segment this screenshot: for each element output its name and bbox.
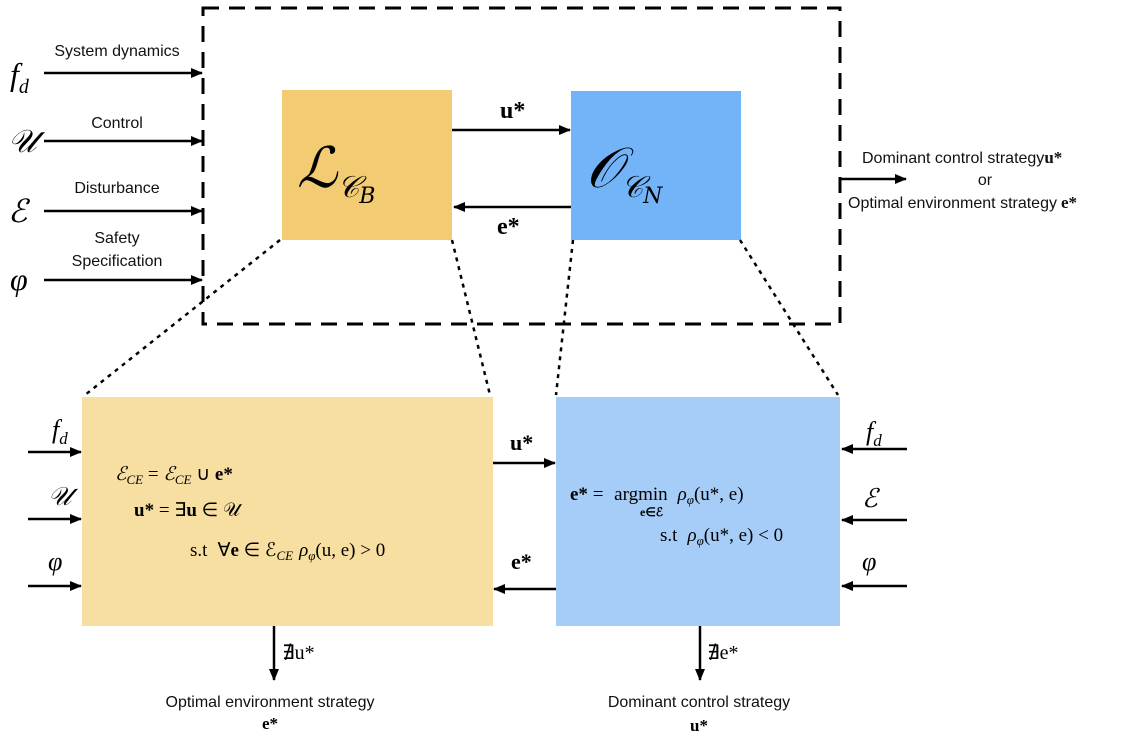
input-disturbance-symbol: ℰ [8,192,31,230]
learner-detail-input-control: 𝒰 [28,482,82,524]
svg-text:φ: φ [48,547,62,576]
oracle-detail-box [556,397,840,626]
svg-text:𝒰: 𝒰 [48,482,79,512]
svg-text:fd: fd [52,415,68,448]
svg-text:ℰ: ℰ [862,484,880,514]
oracle-detail-input-disturbance: ℰ [841,484,907,525]
zoom-line-oracle-left [554,239,575,396]
oracle-detail-input-fd: fd [841,417,907,454]
input-fd-label: System dynamics [54,43,179,60]
learner-detail-input-fd: fd [28,415,82,457]
input-fd: fd System dynamics [10,43,203,98]
input-control-label: Control [91,115,143,132]
zoom-line-learner-left [84,239,281,396]
backward-arrow-label: e* [497,214,520,240]
input-safety-label-2: Specification [72,253,163,270]
learner-detail-output-arrow-label: ∄u* [282,642,315,664]
forward-arrow-label: u* [500,98,525,124]
input-disturbance: ℰ Disturbance [8,180,203,230]
zoom-line-oracle-right [738,239,840,396]
input-safety-symbol: φ [10,261,28,297]
output-or: or [978,172,993,189]
input-disturbance-label: Disturbance [74,180,159,197]
learner-detail-output-label: Optimal environment strategy [166,694,375,711]
zoom-line-learner-right [450,239,492,396]
system-boundary [201,6,842,326]
detail-backward-arrow-label: e* [511,549,532,574]
svg-text:fd: fd [866,417,882,450]
input-safety: φ Safety Specification [10,230,203,297]
input-control: 𝒰 Control [8,115,203,160]
input-fd-symbol: fd [10,56,30,98]
output-line-1: Dominant control strategyu* [862,148,1062,167]
learner-block [282,90,452,240]
learner-eq-2: u* = ∃u ∈ 𝒰 [134,500,243,521]
learner-symbol: ℒ𝒞B [297,136,375,209]
input-safety-label-1: Safety [94,230,139,247]
oracle-detail-output-sym: u* [690,716,708,735]
oracle-detail-output-label: Dominant control strategy [608,694,790,711]
learner-detail-box [82,397,493,626]
learner-detail-input-safety: φ [28,547,82,591]
learner-eq-1: ℰCE = ℰCE ∪ e* [115,463,233,487]
input-control-symbol: 𝒰 [8,122,46,160]
learner-detail-output-sym: e* [262,714,278,733]
oracle-eq-1-sub: e∈ℰ [640,505,664,519]
oracle-detail-input-safety: φ [841,547,907,591]
detail-forward-arrow-label: u* [510,430,533,455]
oracle-detail-output-arrow-label: ∄e* [707,642,739,664]
oracle-block [571,91,741,240]
svg-text:φ: φ [862,547,876,576]
